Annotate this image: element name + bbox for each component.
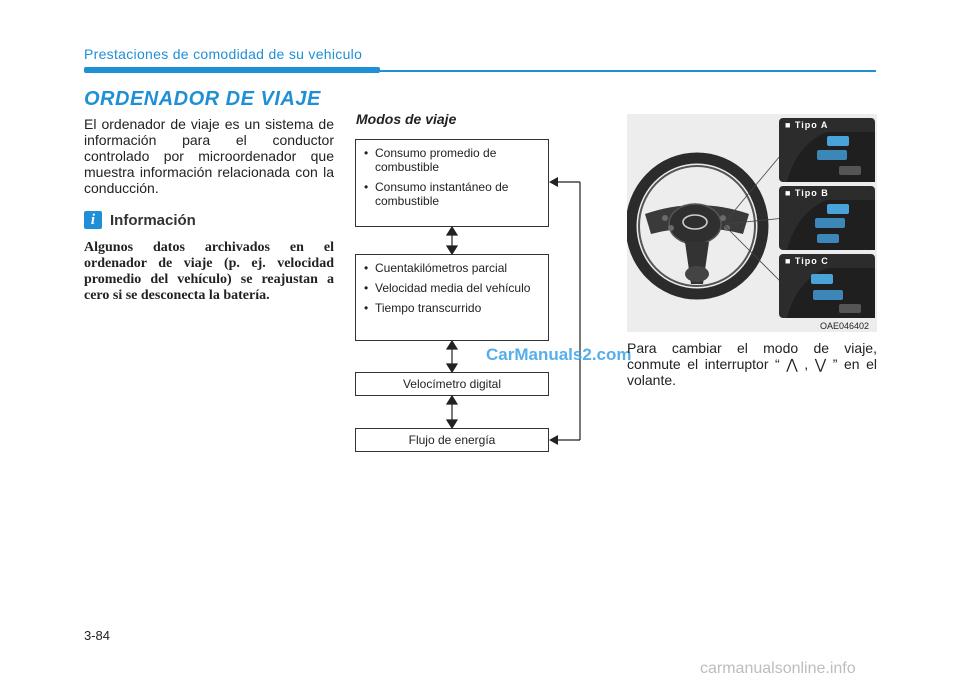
inset-label: ■ Tipo A bbox=[785, 120, 828, 130]
mode-item: Consumo promedio de combustible bbox=[364, 146, 540, 174]
inset-tipo-a: ■ Tipo A bbox=[779, 118, 875, 182]
inset-label: ■ Tipo C bbox=[785, 256, 829, 266]
change-mode-text: Para cambiar el modo de viaje, conmute e… bbox=[627, 340, 877, 388]
section-header: Prestaciones de comodidad de su vehiculo bbox=[84, 46, 363, 62]
site-watermark: carmanualsonline.info bbox=[700, 660, 856, 677]
mode-item: Velocímetro digital bbox=[402, 377, 502, 391]
page-title: ORDENADOR DE VIAJE bbox=[84, 88, 321, 110]
info-icon: i bbox=[84, 211, 102, 229]
header-line bbox=[380, 70, 876, 72]
inset-tipo-b: ■ Tipo B bbox=[779, 186, 875, 250]
page-number: 3-84 bbox=[84, 628, 111, 643]
mode-item: Flujo de energía bbox=[408, 433, 496, 447]
double-arrow-1 bbox=[445, 225, 459, 256]
loop-arrow bbox=[556, 181, 581, 441]
info-body: Algunos datos archivados en el ordenador… bbox=[84, 240, 334, 303]
mode-item: Cuentakilómetros parcial bbox=[364, 261, 540, 275]
loop-arrowhead-top bbox=[549, 177, 558, 187]
intro-paragraph: El ordenador de viaje es un sistema de i… bbox=[84, 116, 334, 196]
mode-box-fuel: Consumo promedio de combustible Consumo … bbox=[355, 139, 549, 227]
steering-wheel-illustration: ■ Tipo A ■ Tipo B ■ Tipo C bbox=[625, 114, 877, 332]
double-arrow-3 bbox=[445, 394, 459, 430]
watermark-carmanuals: CarManuals2.com bbox=[486, 345, 632, 364]
inset-label: ■ Tipo B bbox=[785, 188, 829, 198]
modes-title: Modos de viaje bbox=[356, 111, 457, 127]
mode-item: Tiempo transcurrido bbox=[364, 301, 540, 315]
info-title: Información bbox=[110, 212, 196, 229]
mode-box-trip: Cuentakilómetros parcial Velocidad media… bbox=[355, 254, 549, 341]
mode-item: Velocidad media del vehículo bbox=[364, 281, 540, 295]
double-arrow-2 bbox=[445, 339, 459, 374]
mode-item: Consumo instantáneo de combustible bbox=[364, 180, 540, 208]
photo-caption: OAE046402 bbox=[820, 321, 870, 331]
loop-arrowhead-bottom bbox=[549, 435, 558, 445]
inset-tipo-c: ■ Tipo C bbox=[779, 254, 875, 318]
header-bar bbox=[84, 67, 380, 73]
steering-wheel-photo: ■ Tipo A ■ Tipo B ■ Tipo C bbox=[625, 114, 877, 332]
